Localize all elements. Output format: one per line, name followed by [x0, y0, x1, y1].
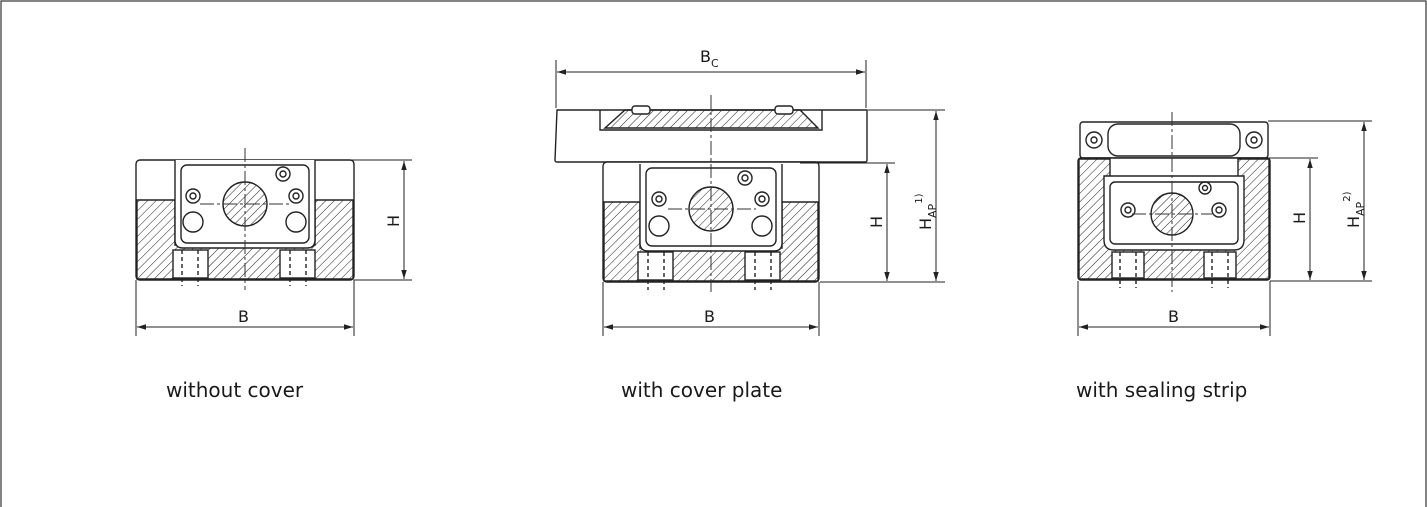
- dim-label-b-1: B: [238, 307, 249, 326]
- dim-label-b-2: B: [704, 307, 715, 326]
- dim-label-hap-1: HAP1): [914, 193, 939, 230]
- dim-label-h-1: H: [384, 215, 403, 227]
- view-with-sealing-strip: [1077, 121, 1271, 288]
- caption-with-cover-plate: with cover plate: [621, 378, 783, 402]
- dim-label-bc: BC: [700, 47, 719, 70]
- dim-label-h-3: H: [1290, 212, 1309, 224]
- caption-with-sealing-strip: with sealing strip: [1076, 378, 1248, 402]
- dim-label-h-2: H: [867, 216, 886, 228]
- caption-without-cover: without cover: [166, 378, 304, 402]
- dim-label-hap-2: HAP2): [1342, 191, 1367, 228]
- dim-label-b-3: B: [1168, 307, 1179, 326]
